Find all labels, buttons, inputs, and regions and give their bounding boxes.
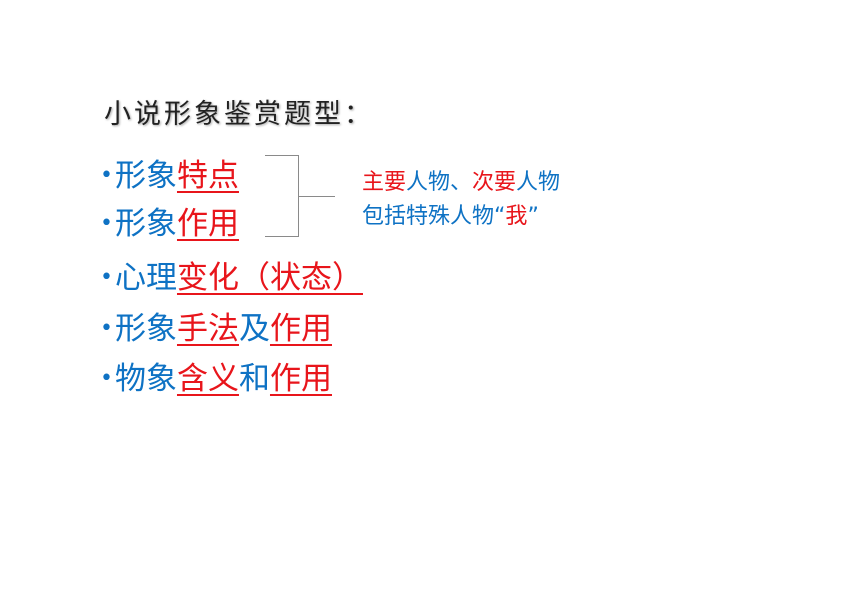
bullet-dot: • (100, 163, 113, 188)
note-emphasis: 次要 (472, 170, 517, 195)
bullet-highlight-2: 作用 (269, 311, 332, 347)
note-text: 包括特殊人物 (362, 204, 495, 229)
slide-title: 小说形象鉴赏题型： (104, 99, 374, 130)
note-line-2: 包括特殊人物“我” (362, 202, 539, 232)
bullet-highlight: 手法 (176, 311, 239, 347)
bullet-item-2: •形象作用 (100, 204, 239, 244)
bullet-text: 形象 (114, 158, 177, 194)
bullet-dot: • (100, 366, 113, 391)
bullet-text: 物象 (114, 361, 177, 397)
bullet-dot: • (100, 265, 113, 290)
bullet-item-4: •形象手法及作用 (100, 309, 332, 349)
bullet-connector: 和 (238, 361, 270, 397)
note-quote-open: “ (494, 204, 506, 229)
note-quote-close: ” (527, 204, 539, 229)
note-text: 人物、 (406, 170, 473, 195)
bullet-dot: • (100, 211, 113, 236)
bullet-text: 形象 (114, 311, 177, 347)
bullet-dot: • (100, 316, 113, 341)
note-line-1: 主要人物、次要人物 (362, 168, 560, 198)
bullet-item-1: •形象特点 (100, 156, 239, 196)
bullet-highlight-2: 作用 (269, 361, 332, 397)
bullet-connector: 及 (238, 311, 270, 347)
bullet-highlight: 变化（状态） (176, 260, 363, 296)
grouping-bracket (265, 155, 299, 237)
bullet-highlight: 含义 (176, 361, 239, 397)
note-text: 人物 (516, 170, 561, 195)
note-emphasis: 主要 (362, 170, 407, 195)
bullet-text: 形象 (114, 206, 177, 242)
bullet-highlight: 特点 (176, 158, 239, 194)
bracket-connector-line (299, 196, 335, 197)
bullet-item-3: •心理变化（状态） (100, 258, 363, 298)
bullet-highlight: 作用 (176, 206, 239, 242)
bullet-text: 心理 (114, 260, 177, 296)
note-emphasis: 我 (505, 204, 528, 229)
bullet-item-5: •物象含义和作用 (100, 359, 332, 399)
